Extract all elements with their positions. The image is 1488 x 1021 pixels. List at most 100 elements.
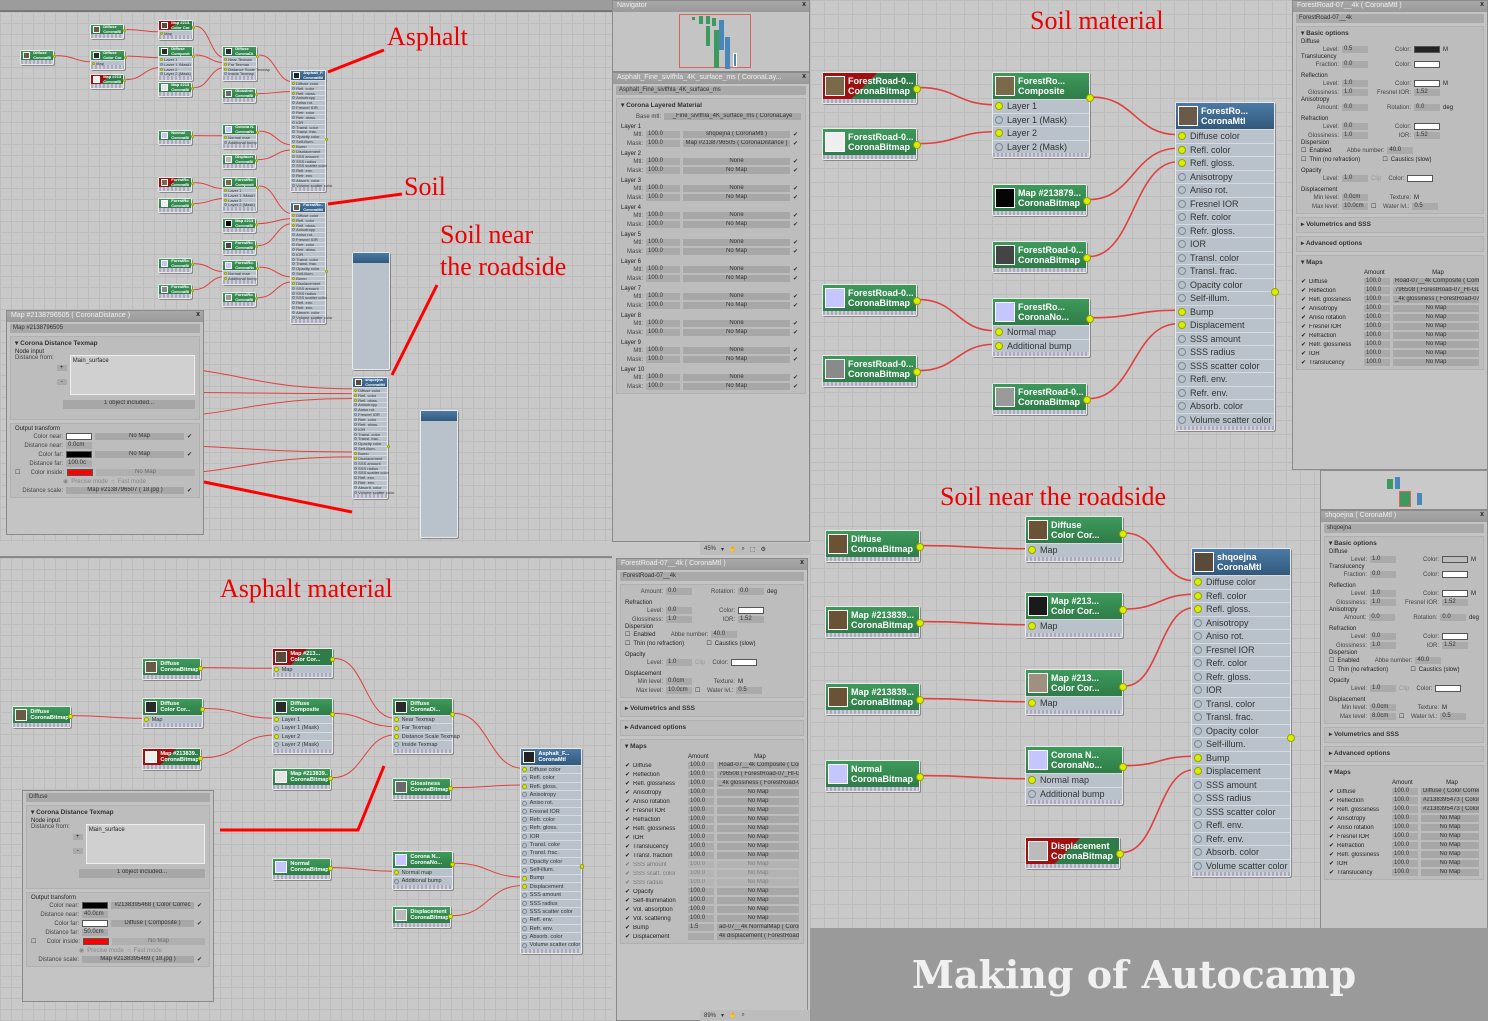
output-socket[interactable] [122, 29, 126, 33]
checkbox[interactable]: ✔ [1329, 834, 1335, 840]
input-slot[interactable]: Opacity color [291, 133, 325, 139]
input-socket[interactable] [291, 257, 295, 261]
input-slot[interactable]: Map [143, 715, 202, 723]
output-socket[interactable] [190, 87, 194, 91]
mask-amount-spinner[interactable]: 100.0 [646, 221, 680, 228]
abbe-spinner[interactable]: 40.0 [711, 631, 738, 638]
navigator-viewport[interactable] [679, 14, 751, 69]
input-socket[interactable] [144, 717, 150, 723]
output-socket[interactable] [913, 140, 921, 149]
checkbox[interactable]: ✔ [793, 294, 799, 300]
map-slot-button[interactable]: No Map [717, 789, 799, 796]
input-socket[interactable] [522, 775, 528, 781]
input-slot[interactable]: SSS radius [1192, 791, 1290, 805]
checkbox[interactable]: ✔ [625, 871, 631, 877]
mask-amount-spinner[interactable]: 100.0 [646, 248, 680, 255]
input-slot[interactable]: Refl. color [1176, 142, 1274, 157]
input-slot[interactable]: IOR [1192, 683, 1290, 697]
input-socket[interactable] [995, 115, 1003, 124]
map-slot-button[interactable]: No Map [1421, 860, 1479, 867]
min-level-spinner[interactable]: 0.0cm [666, 678, 692, 685]
checkbox[interactable]: ✔ [1329, 798, 1335, 804]
section-title[interactable]: Advanced options [629, 724, 687, 731]
map-amount-spinner[interactable]: 100.0 [688, 915, 715, 922]
map-name-field[interactable]: Diffuse [26, 793, 210, 802]
input-slot[interactable]: Displacement [521, 882, 581, 890]
map-amount-spinner[interactable]: 100.0 [688, 807, 715, 814]
input-socket[interactable] [1178, 253, 1186, 262]
checkbox[interactable]: ✔ [625, 907, 631, 913]
checkbox[interactable]: ☐ [625, 641, 631, 647]
output-socket[interactable] [1271, 288, 1279, 297]
section-title[interactable]: Volumetrics and SSS [1306, 221, 1371, 228]
checkbox[interactable]: ✔ [793, 330, 799, 336]
input-socket[interactable] [291, 174, 295, 178]
input-slot[interactable]: Refl. gloss. [521, 781, 581, 790]
input-socket[interactable] [353, 432, 357, 436]
input-slot[interactable]: Transl. frac. [353, 435, 387, 441]
layered-material-node[interactable] [420, 410, 458, 538]
map-node[interactable]: ForestRoad-0...CoronaBitmap [822, 355, 921, 387]
input-slot[interactable]: SSS scatter color [353, 469, 389, 475]
checkbox[interactable]: ✔ [625, 790, 631, 796]
input-socket[interactable] [1194, 794, 1202, 803]
input-socket[interactable] [353, 398, 357, 402]
input-slot[interactable]: Anisotropy [1192, 615, 1290, 630]
input-socket[interactable] [353, 471, 357, 475]
checkbox[interactable]: ✔ [625, 898, 631, 904]
input-slot[interactable]: SSS amount [1192, 777, 1290, 792]
input-socket[interactable] [394, 878, 400, 884]
input-slot[interactable]: SSS scatter color [1192, 804, 1290, 819]
checkbox[interactable]: ☐ [15, 470, 21, 476]
base-mtl-button[interactable]: _Fine_sivlfhla_4K_surface_ms ( CoronaLay… [664, 113, 801, 120]
input-socket[interactable] [291, 183, 295, 187]
input-socket[interactable] [353, 476, 357, 480]
checkbox[interactable]: ✔ [187, 452, 193, 458]
map-amount-spinner[interactable]: 100.0 [1392, 833, 1419, 840]
input-socket[interactable] [291, 242, 295, 246]
color-swatch[interactable] [1442, 571, 1468, 578]
input-slot[interactable]: Refr. gloss. [521, 823, 581, 832]
map-node[interactable]: ForestRoad-0...CoronaBitmap [222, 292, 258, 308]
input-socket[interactable] [223, 72, 227, 76]
input-socket[interactable] [522, 834, 528, 840]
section-title[interactable]: Advanced options [1305, 240, 1363, 247]
output-socket[interactable] [1083, 196, 1091, 205]
map-amount-spinner[interactable]: 100.0 [688, 816, 715, 823]
input-socket[interactable] [522, 767, 528, 773]
input-slot[interactable]: Transl. color [353, 431, 387, 437]
input-slot[interactable]: Bump [291, 143, 325, 149]
input-socket[interactable] [1178, 145, 1186, 154]
mask-amount-spinner[interactable]: 100.0 [646, 356, 680, 363]
output-socket[interactable] [255, 185, 259, 189]
input-socket[interactable] [291, 262, 295, 266]
input-socket[interactable] [1178, 388, 1186, 397]
input-socket[interactable] [291, 110, 295, 114]
clip-label[interactable]: Clip [695, 659, 706, 666]
clip-label[interactable]: Clip [1371, 175, 1382, 182]
close-icon[interactable]: x [800, 559, 804, 566]
input-socket[interactable] [223, 193, 227, 197]
input-socket[interactable] [1178, 199, 1186, 208]
output-socket[interactable] [190, 182, 194, 186]
input-slot[interactable]: Opacity color [1192, 723, 1290, 738]
input-socket[interactable] [353, 422, 357, 426]
input-socket[interactable] [995, 142, 1003, 151]
abbe-spinner[interactable]: 40.0 [1415, 657, 1442, 664]
color-swatch[interactable] [731, 659, 758, 666]
input-socket[interactable] [1178, 172, 1186, 181]
output-socket[interactable] [324, 269, 328, 273]
input-slot[interactable]: Refr. color [1192, 656, 1290, 670]
map-amount-spinner[interactable]: 100.0 [688, 879, 715, 886]
map-amount-spinner[interactable]: 100.0 [1392, 842, 1419, 849]
max-level-spinner[interactable]: 8.0cm [1370, 713, 1396, 720]
input-socket[interactable] [353, 447, 357, 451]
input-slot[interactable]: Self-illum. [1176, 291, 1274, 305]
checkbox[interactable]: ✔ [1301, 315, 1307, 321]
